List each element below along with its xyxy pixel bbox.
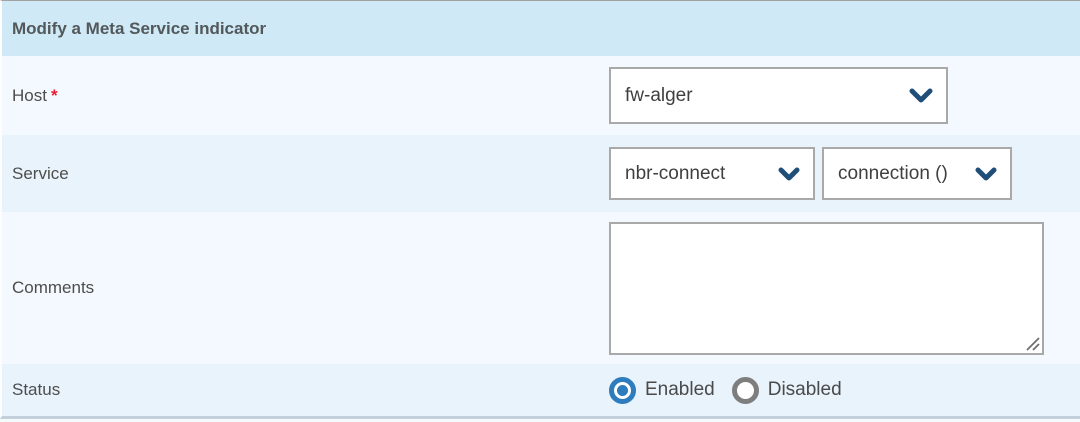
- comments-label: Comments: [2, 278, 609, 298]
- service-field-cell: nbr-connect connection (): [609, 147, 1080, 200]
- radio-enabled-label[interactable]: Enabled: [645, 379, 715, 400]
- metric-select-value: connection (): [838, 162, 948, 184]
- host-row: Host* fw-alger: [2, 56, 1080, 135]
- host-field-cell: fw-alger: [609, 67, 1080, 124]
- service-label-text: Service: [12, 163, 69, 183]
- chevron-down-icon: [975, 167, 997, 180]
- host-label-text: Host: [12, 85, 47, 105]
- radio-disabled-icon[interactable]: [731, 376, 759, 404]
- radio-option-disabled[interactable]: Disabled: [731, 376, 842, 404]
- service-label: Service: [2, 164, 609, 184]
- service-select-value: nbr-connect: [625, 162, 726, 184]
- page-title: Modify a Meta Service indicator: [12, 18, 267, 38]
- comments-textarea[interactable]: [609, 221, 1044, 355]
- comments-field-cell: [609, 221, 1080, 355]
- host-select[interactable]: fw-alger: [609, 67, 948, 124]
- status-row: Status Enabled Disabled: [2, 364, 1080, 416]
- chevron-down-icon: [909, 88, 933, 103]
- comments-row: Comments: [2, 212, 1080, 364]
- status-label: Status: [2, 380, 609, 400]
- metric-select[interactable]: connection (): [822, 147, 1012, 200]
- status-field-cell: Enabled Disabled: [609, 376, 1080, 404]
- radio-disabled-label[interactable]: Disabled: [767, 379, 842, 400]
- status-radio-group: Enabled Disabled: [609, 376, 842, 404]
- chevron-down-icon: [778, 167, 800, 180]
- comments-textarea-wrap: [609, 221, 1044, 355]
- service-select[interactable]: nbr-connect: [609, 147, 815, 200]
- status-label-text: Status: [12, 380, 61, 399]
- host-select-value: fw-alger: [625, 84, 693, 106]
- required-asterisk: *: [50, 85, 58, 105]
- radio-option-enabled[interactable]: Enabled: [609, 376, 715, 404]
- form-header: Modify a Meta Service indicator: [2, 1, 1080, 56]
- comments-label-text: Comments: [12, 278, 95, 297]
- service-row: Service nbr-connect connection (): [2, 135, 1080, 212]
- radio-enabled-icon[interactable]: [609, 376, 636, 404]
- host-label: Host*: [2, 86, 609, 106]
